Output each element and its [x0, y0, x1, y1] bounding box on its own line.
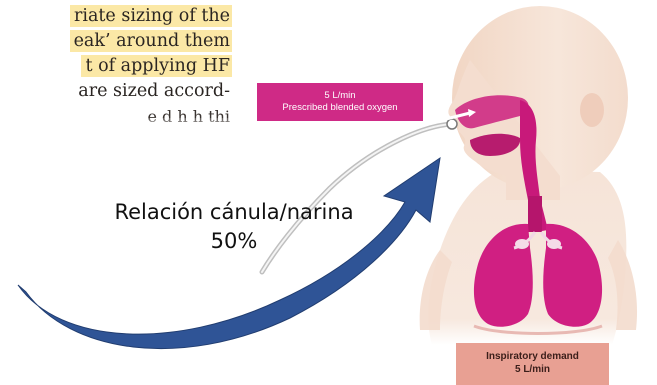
caption-line-ratio: Relación cánula/narina: [84, 198, 384, 227]
flow-rate-text: 5 L/min: [257, 90, 423, 102]
cannula-prong: [447, 119, 457, 129]
demand-title-text: Inspiratory demand: [456, 350, 609, 363]
ear: [580, 93, 604, 127]
cannula-ratio-caption: Relación cánula/narina 50%: [84, 198, 384, 256]
prescribed-flow-label: 5 L/min Prescribed blended oxygen: [257, 83, 423, 121]
demand-rate-text: 5 L/min: [456, 363, 609, 376]
trachea: [528, 196, 542, 232]
flow-description-text: Prescribed blended oxygen: [257, 102, 423, 114]
caption-line-percent: 50%: [84, 227, 384, 256]
inspiratory-demand-label: Inspiratory demand 5 L/min: [456, 343, 609, 385]
